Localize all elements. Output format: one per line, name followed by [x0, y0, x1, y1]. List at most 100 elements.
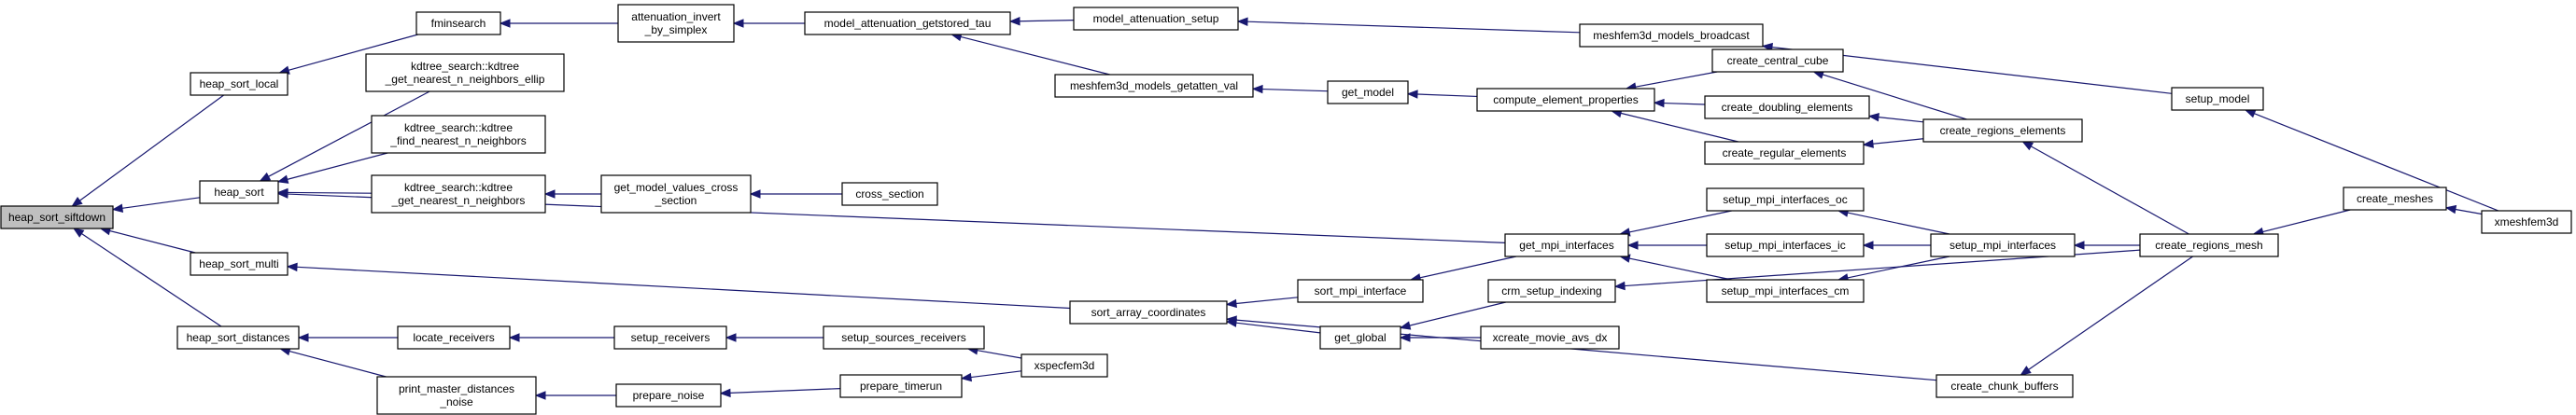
arrowhead: [1626, 241, 1639, 250]
node-locate-receivers[interactable]: locate_receivers: [397, 325, 511, 350]
edge-line: [1419, 256, 1517, 279]
node-model-attenuation-setup[interactable]: model_attenuation_setup: [1073, 7, 1239, 31]
node-heap-sort[interactable]: heap_sort: [199, 180, 279, 204]
node-create-chunk-buffers[interactable]: create_chunk_buffers: [1936, 374, 2074, 398]
edge-line: [81, 233, 222, 327]
arrowhead: [1399, 321, 1412, 330]
node-box: [2481, 210, 2572, 234]
node-kdtree-find-nearest-n-neighbors[interactable]: kdtree_search::kdtree_find_nearest_n_nei…: [371, 115, 546, 154]
node-label: _find_nearest_n_neighbors: [389, 134, 526, 147]
node-get-model[interactable]: get_model: [1327, 80, 1409, 104]
node-xcreate-movie-avs-dx[interactable]: xcreate_movie_avs_dx: [1480, 325, 1620, 350]
node-crm-setup-indexing[interactable]: crm_setup_indexing: [1487, 279, 1616, 303]
node-compute-element-properties[interactable]: compute_element_properties: [1476, 88, 1655, 112]
arrowhead: [276, 189, 289, 199]
node-cross-section[interactable]: cross_section: [841, 182, 938, 206]
node-create-regions-mesh[interactable]: create_regions_mesh: [2139, 233, 2279, 257]
node-sort-mpi-interface[interactable]: sort_mpi_interface: [1297, 279, 1424, 303]
node-heap-sort-distances[interactable]: heap_sort_distances: [176, 325, 300, 350]
node-box: [1704, 95, 1870, 119]
node-create-central-cube[interactable]: create_central_cube: [1711, 48, 1844, 73]
node-meshfem3d-models-getatten-val[interactable]: meshfem3d_models_getatten_val: [1054, 74, 1254, 98]
arrowhead: [1406, 90, 1418, 99]
edge-prepare_timerun-to-prepare_noise: [719, 388, 841, 398]
node-setup-model[interactable]: setup_model: [2171, 87, 2264, 111]
node-label: fminsearch: [431, 17, 486, 30]
node-label: compute_element_properties: [1493, 93, 1638, 106]
node-label: kdtree_search::kdtree: [404, 181, 513, 194]
node-create-doubling-elements[interactable]: create_doubling_elements: [1704, 95, 1870, 119]
node-get-model-values-cross-section[interactable]: get_model_values_cross_section: [600, 174, 752, 214]
node-setup-mpi-interfaces[interactable]: setup_mpi_interfaces: [1930, 233, 2076, 257]
node-create-regions-elements[interactable]: create_regions_elements: [1922, 118, 2083, 143]
node-create-regular-elements[interactable]: create_regular_elements: [1704, 141, 1865, 165]
node-get-mpi-interfaces[interactable]: get_mpi_interfaces: [1504, 233, 1629, 257]
edge-fminsearch-to-heap_sort_local: [278, 34, 418, 75]
node-prepare-timerun[interactable]: prepare_timerun: [839, 374, 963, 398]
node-box: [0, 205, 114, 229]
node-model-attenuation-getstored-tau[interactable]: model_attenuation_getstored_tau: [804, 11, 1011, 35]
edge-setup_mpi_interfaces-to-setup_mpi_interfaces_oc: [1837, 208, 1950, 235]
node-sort-array-coordinates[interactable]: sort_array_coordinates: [1069, 300, 1228, 325]
node-heap-sort-local[interactable]: heap_sort_local: [190, 72, 289, 96]
node-box: [1579, 23, 1764, 48]
node-label: _by_simplex: [644, 23, 708, 36]
edge-heap_sort-to-heap_sort_siftdown: [111, 197, 201, 213]
edge-get_mpi_interfaces-to-sort_mpi_interface: [1409, 256, 1517, 283]
node-setup-mpi-interfaces-ic[interactable]: setup_mpi_interfaces_ic: [1706, 233, 1865, 257]
edge-heap_sort_distances-to-heap_sort_siftdown: [72, 228, 222, 327]
node-fminsearch[interactable]: fminsearch: [415, 11, 501, 35]
arrowhead: [1862, 241, 1874, 250]
arrowhead: [2021, 141, 2034, 151]
edge-line: [2254, 113, 2499, 212]
node-create-meshes[interactable]: create_meshes: [2343, 187, 2447, 211]
node-xmeshfem3d[interactable]: xmeshfem3d: [2481, 210, 2572, 234]
arrowhead: [276, 174, 289, 184]
edge-cross_section-to-get_model_values_cross_section: [749, 189, 842, 199]
arrowhead: [732, 19, 744, 28]
node-print-master-distances-noise[interactable]: print_master_distances_noise: [376, 376, 537, 415]
node-heap-sort-multi[interactable]: heap_sort_multi: [190, 252, 289, 276]
edge-compute_element_properties-to-get_model: [1406, 90, 1478, 99]
node-label: attenuation_invert: [631, 10, 721, 23]
node-xspecfem3d[interactable]: xspecfem3d: [1021, 353, 1108, 378]
node-box: [1487, 279, 1616, 303]
node-setup-mpi-interfaces-oc[interactable]: setup_mpi_interfaces_oc: [1706, 187, 1865, 212]
edge-line: [1620, 112, 1738, 143]
edge-kdtree_find_nearest_n_neighbors-to-heap_sort: [276, 152, 388, 184]
node-prepare-noise[interactable]: prepare_noise: [615, 383, 722, 408]
node-box: [1930, 233, 2076, 257]
node-box: [1711, 48, 1844, 73]
node-heap-sort-siftdown[interactable]: heap_sort_siftdown: [0, 205, 114, 229]
node-box: [397, 325, 511, 350]
node-box: [371, 115, 546, 154]
node-label: get_mpi_interfaces: [1519, 239, 1613, 252]
edge-setup_mpi_interfaces_oc-to-get_mpi_interfaces: [1618, 210, 1732, 237]
node-setup-receivers[interactable]: setup_receivers: [613, 325, 727, 350]
node-get-global[interactable]: get_global: [1319, 325, 1401, 350]
node-box: [1319, 325, 1401, 350]
node-setup-mpi-interfaces-cm[interactable]: setup_mpi_interfaces_cm: [1706, 279, 1865, 303]
node-box: [1021, 353, 1108, 378]
node-kdtree-get-nearest-n-neighbors-ellip[interactable]: kdtree_search::kdtree_get_nearest_n_neig…: [365, 53, 565, 92]
node-setup-sources-receivers[interactable]: setup_sources_receivers: [823, 325, 985, 350]
node-box: [804, 11, 1011, 35]
node-box: [190, 72, 289, 96]
node-label: _noise: [439, 395, 473, 408]
edge-line: [2455, 208, 2483, 215]
node-label: _get_nearest_n_neighbors_ellip: [385, 73, 545, 86]
edge-line: [1635, 71, 1718, 88]
edge-line: [121, 197, 201, 209]
node-label: meshfem3d_models_broadcast: [1593, 29, 1750, 42]
arrowhead: [1225, 298, 1237, 309]
edge-line: [268, 90, 430, 177]
node-box: [2343, 187, 2447, 211]
arrowhead: [1613, 281, 1626, 291]
edge-setup_mpi_interfaces_ic-to-get_mpi_interfaces: [1626, 241, 1707, 250]
node-attenuation-invert-by-simplex[interactable]: attenuation_invert_by_simplex: [617, 4, 735, 43]
arrowhead: [1399, 333, 1411, 342]
node-meshfem3d-models-broadcast[interactable]: meshfem3d_models_broadcast: [1579, 23, 1764, 48]
node-label: create_regions_elements: [1940, 124, 2066, 137]
edge-line: [1878, 117, 1924, 123]
node-kdtree-get-nearest-n-neighbors[interactable]: kdtree_search::kdtree_get_nearest_n_neig…: [371, 174, 546, 214]
